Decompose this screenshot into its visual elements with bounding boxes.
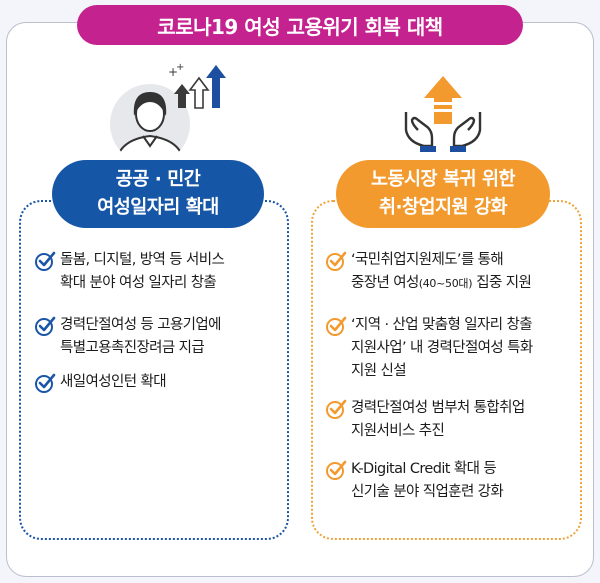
item-line: 확대 분야 여성 일자리 창출 (60, 275, 217, 291)
check-circle-icon (326, 460, 347, 480)
item-line: 경력단절여성 범부처 통합취업 (351, 400, 525, 416)
item-line: K-Digital Credit 확대 등 (351, 461, 497, 477)
item-line: 경력단절여성 등 고용기업에 (60, 317, 222, 333)
left-header-line1: 공공 · 민간 (115, 169, 201, 190)
item-line: 특별고용촉진장려금 지급 (60, 340, 205, 356)
up-arrows-icon: + + (168, 62, 226, 109)
item-line: 새일여성인턴 확대 (60, 374, 167, 390)
item-line: ‘지역 · 산업 맞춤형 일자리 창출 (351, 317, 533, 333)
right-header: 노동시장 복귀 위한 취·창업지원 강화 (336, 160, 550, 228)
check-circle-icon (35, 373, 56, 393)
woman-avatar-icon: + + (110, 62, 226, 162)
item-line: 지원사업’ 내 경력단절여성 특화 (351, 340, 533, 356)
svg-text:+: + (176, 62, 184, 73)
age-range-note: (40~50대) (418, 277, 473, 290)
left-header: 공공 · 민간 여성일자리 확대 (52, 160, 264, 228)
item-line: 지원서비스 추진 (351, 423, 445, 439)
check-circle-icon (35, 316, 56, 336)
item-line: 지원 신설 (351, 363, 407, 379)
left-header-line2: 여성일자리 확대 (97, 197, 219, 218)
check-circle-icon (326, 251, 347, 271)
item-line-part: 집중 지원 (472, 275, 532, 291)
item-line: ‘국민취업지원제도’를 통해 (351, 252, 504, 268)
item-line: 돌봄, 디지털, 방역 등 서비스 (60, 252, 225, 268)
right-header-line1: 노동시장 복귀 위한 (370, 169, 516, 190)
list-item: 새일여성인턴 확대 (34, 371, 167, 394)
check-circle-icon (35, 251, 56, 271)
hands-holding-arrow-icon (404, 76, 482, 152)
item-line-part: 중장년 여성 (351, 275, 419, 291)
item-line: 신기술 분야 직업훈련 강화 (351, 484, 504, 500)
item-line: 중장년 여성(40~50대) 집중 지원 (351, 272, 532, 295)
check-circle-icon (326, 316, 347, 336)
right-header-line2: 취·창업지원 강화 (378, 197, 508, 218)
page-title: 코로나19 여성 고용위기 회복 대책 (77, 5, 523, 45)
check-circle-icon (326, 399, 347, 419)
svg-text:+: + (168, 65, 178, 79)
